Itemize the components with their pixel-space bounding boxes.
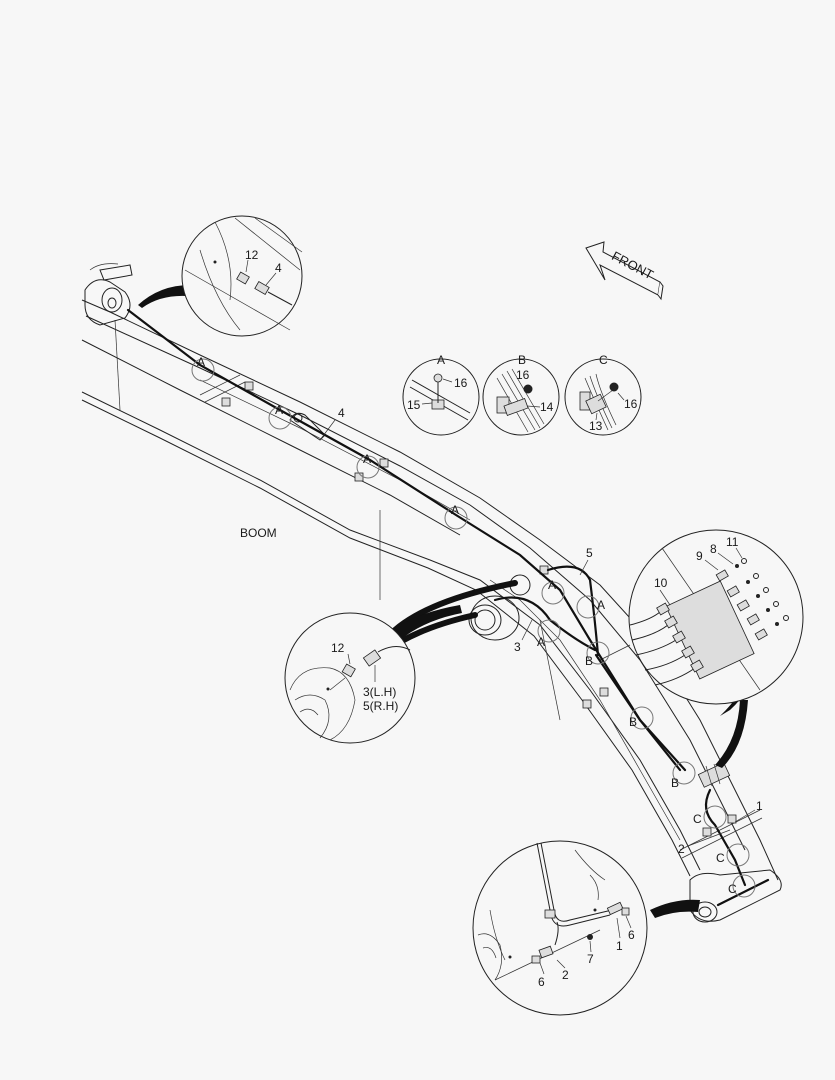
clamp-marker-labels: A A A A A A A B B B C C C bbox=[197, 355, 737, 896]
svg-text:B: B bbox=[585, 654, 593, 668]
clip-block bbox=[379, 458, 389, 468]
svg-text:A: A bbox=[197, 355, 205, 369]
detail-a: A 16 15 bbox=[402, 353, 480, 436]
callout-1: 1 bbox=[756, 799, 763, 813]
svg-text:12: 12 bbox=[245, 248, 259, 262]
svg-text:10: 10 bbox=[654, 576, 668, 590]
detail-manifold: 9 8 11 10 bbox=[628, 529, 804, 768]
callout-2: 2 bbox=[678, 842, 685, 856]
detail-c: C 16 13 bbox=[564, 353, 642, 436]
svg-text:14: 14 bbox=[540, 400, 554, 414]
detail-cylinder-port: 12 3(L.H) 5(R.H) bbox=[284, 605, 462, 744]
callout-4: 4 bbox=[338, 406, 345, 420]
svg-text:7: 7 bbox=[587, 952, 594, 966]
svg-text:A: A bbox=[275, 403, 283, 417]
front-arrow-icon: FRONT bbox=[585, 241, 664, 301]
svg-text:C: C bbox=[716, 851, 725, 865]
svg-text:C: C bbox=[599, 353, 608, 367]
svg-text:A: A bbox=[437, 353, 445, 367]
svg-text:15: 15 bbox=[407, 398, 421, 412]
clip-block bbox=[244, 381, 254, 391]
svg-text:9: 9 bbox=[696, 549, 703, 563]
svg-text:A: A bbox=[548, 578, 556, 592]
svg-text:4: 4 bbox=[275, 261, 282, 275]
svg-text:2: 2 bbox=[562, 968, 569, 982]
svg-text:8: 8 bbox=[710, 542, 717, 556]
svg-text:A: A bbox=[451, 503, 459, 517]
svg-text:16: 16 bbox=[624, 397, 638, 411]
manifold-hoses bbox=[629, 558, 789, 686]
main-callouts: 4 5 3 1 2 bbox=[319, 406, 763, 856]
svg-text:13: 13 bbox=[589, 419, 603, 433]
clip-block bbox=[221, 397, 231, 407]
svg-text:C: C bbox=[728, 882, 737, 896]
detail-boom-foot: 1 6 7 2 6 bbox=[472, 840, 700, 1016]
detail-b: B 16 14 bbox=[482, 353, 560, 436]
svg-text:B: B bbox=[518, 353, 526, 367]
svg-text:B: B bbox=[629, 715, 637, 729]
svg-text:5(R.H): 5(R.H) bbox=[363, 699, 398, 713]
svg-text:A: A bbox=[363, 452, 371, 466]
clip-block bbox=[599, 687, 609, 697]
svg-text:C: C bbox=[693, 812, 702, 826]
svg-text:3(L.H): 3(L.H) bbox=[363, 685, 396, 699]
svg-text:B: B bbox=[671, 776, 679, 790]
callout-3: 3 bbox=[514, 640, 521, 654]
svg-text:1: 1 bbox=[616, 939, 623, 953]
svg-text:11: 11 bbox=[726, 535, 739, 549]
svg-text:6: 6 bbox=[628, 928, 635, 942]
clip-block bbox=[727, 814, 737, 824]
manifold-block bbox=[697, 762, 731, 788]
svg-text:6: 6 bbox=[538, 975, 545, 989]
clip-block bbox=[582, 699, 592, 709]
svg-text:A: A bbox=[537, 635, 545, 649]
clip-block bbox=[702, 827, 712, 837]
clamp-markers bbox=[191, 358, 756, 898]
clip-block bbox=[354, 472, 364, 482]
svg-text:16: 16 bbox=[454, 376, 468, 390]
detail-top-left: 12 4 bbox=[138, 215, 303, 337]
callout-5: 5 bbox=[586, 546, 593, 560]
svg-text:16: 16 bbox=[516, 368, 530, 382]
boom-label: BOOM bbox=[240, 526, 277, 540]
svg-text:12: 12 bbox=[331, 641, 345, 655]
svg-text:A: A bbox=[597, 598, 605, 612]
